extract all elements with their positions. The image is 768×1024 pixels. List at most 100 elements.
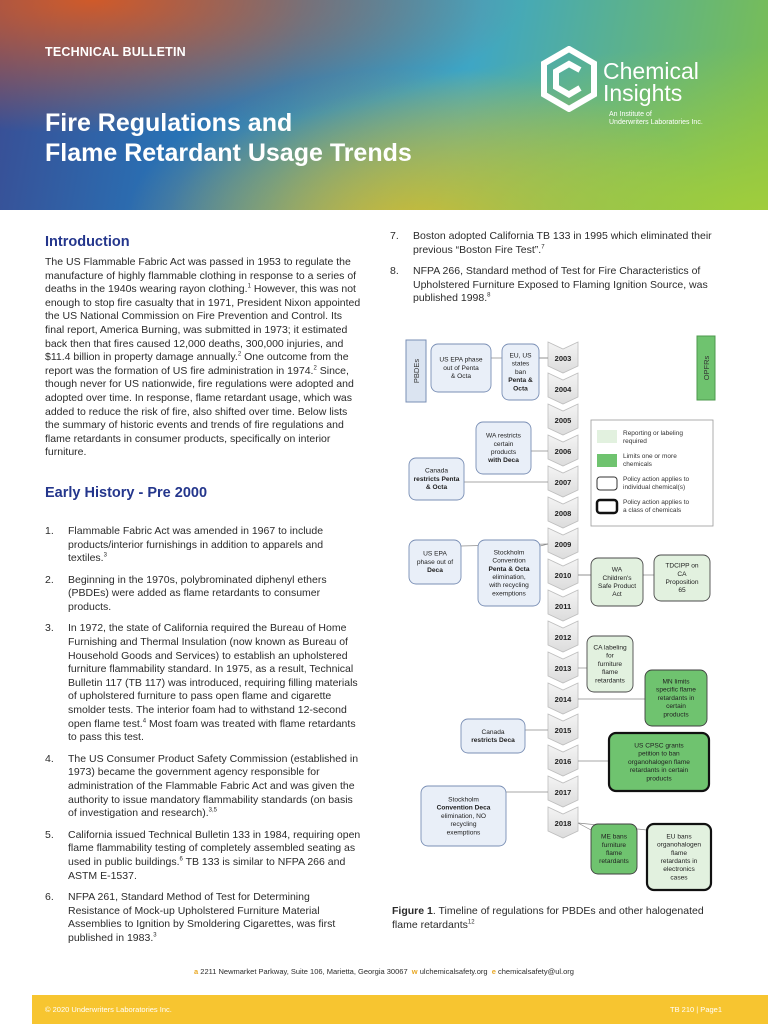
- year-label: 2016: [555, 757, 572, 766]
- footnote-ref: 1: [247, 283, 251, 290]
- list-item: 3.In 1972, the state of California requi…: [45, 622, 363, 744]
- logo-line-2: Insights: [603, 80, 683, 106]
- page-number: TB 210 | Page1: [670, 1005, 722, 1014]
- year-label: 2006: [555, 447, 572, 456]
- year-chevron: [547, 558, 579, 591]
- website-link[interactable]: ulchemicalsafety.org: [419, 967, 488, 976]
- year-chevron: [547, 775, 579, 808]
- chemical-insights-logo-icon: [541, 46, 597, 112]
- item-number: 3.: [45, 622, 54, 635]
- footer-bar: © 2020 Underwriters Laboratories Inc. TB…: [32, 995, 768, 1024]
- logo-subtitle: An Institute of Underwriters Laboratorie…: [609, 111, 703, 127]
- item-number: 1.: [45, 524, 54, 537]
- website-key: w: [411, 967, 418, 976]
- footnote-ref: 12: [467, 919, 475, 926]
- year-label: 2007: [555, 478, 572, 487]
- year-chevron: [547, 403, 579, 436]
- email-link[interactable]: chemicalsafety@ul.org: [497, 967, 574, 976]
- list-item: 1. Flammable Fabric Act was amended in 19…: [45, 525, 363, 566]
- year-label: 2004: [555, 385, 573, 394]
- year-label: 2003: [555, 354, 572, 363]
- logo-sub-2: Underwriters Laboratories Inc.: [609, 119, 703, 126]
- right-history-list: 7.Boston adopted California TB 133 in 19…: [390, 230, 726, 306]
- opfrs-label-text: OPFRs: [702, 355, 711, 380]
- year-label: 2005: [555, 416, 572, 425]
- item-text: Boston adopted California TB 133 in 1995…: [413, 230, 712, 256]
- address-text: 2211 Newmarket Parkway, Suite 106, Marie…: [200, 967, 408, 976]
- year-chevron: [547, 589, 579, 622]
- footnote-ref: 2: [313, 365, 317, 372]
- item-number: 6.: [45, 891, 54, 904]
- intro-text-c: One outcome from the report was the form…: [45, 351, 349, 377]
- address-key: a: [194, 967, 199, 976]
- year-chevron: [547, 651, 579, 684]
- item-text: Most foam was treated with flame retarda…: [68, 717, 356, 744]
- list-item: 5. California issued Technical Bulletin 1…: [45, 829, 363, 883]
- introduction-heading: Introduction: [45, 234, 130, 250]
- page-title: Fire Regulations and Flame Retardant Usa…: [45, 108, 412, 168]
- figure-label: Figure 1: [392, 905, 433, 917]
- list-item: 6. NFPA 261, Standard Method of Test for …: [45, 891, 363, 945]
- bulletin-label: TECHNICAL BULLETIN: [45, 45, 186, 59]
- year-label: 2014: [555, 695, 573, 704]
- year-chevron: [547, 496, 579, 529]
- list-item: 8.NFPA 266, Standard method of Test for …: [390, 265, 726, 306]
- item-number: 2.: [45, 573, 54, 586]
- intro-text-d: Since, though never for US nationwide, f…: [45, 364, 354, 459]
- year-label: 2011: [555, 602, 571, 611]
- year-label: 2009: [555, 540, 572, 549]
- introduction-paragraph: The US Flammable Fabric Act was passed i…: [45, 256, 363, 460]
- item-text: NFPA 261, Standard Method of Test for De…: [68, 891, 336, 944]
- timeline-axis: 2003200420052006200720082009201020112012…: [547, 341, 579, 839]
- pbdes-label-text: PBDEs: [412, 359, 421, 383]
- item-number: 5.: [45, 828, 54, 841]
- item-text: The US Consumer Product Safety Commissio…: [68, 752, 359, 820]
- item-text: California issued Technical Bulletin 133…: [68, 828, 361, 868]
- pbdes-side-label: PBDEs: [405, 339, 427, 403]
- footnote-ref: 3: [153, 932, 157, 939]
- item-text: TB 133 is similar to NFPA 266 and ASTM E…: [68, 855, 346, 882]
- year-label: 2010: [555, 571, 572, 580]
- year-chevron: [547, 744, 579, 777]
- footnote-ref: 2: [237, 351, 242, 358]
- item-text: Flammable Fabric Act was amended in 1967…: [68, 524, 324, 565]
- event-connector: [539, 543, 549, 547]
- logo-sub-1: An Institute of: [609, 111, 652, 118]
- caption-text: . Timeline of regulations for PBDEs and …: [392, 905, 704, 931]
- item-text: Beginning in the 1970s, polybrominated d…: [68, 573, 327, 613]
- figure-caption: Figure 1. Timeline of regulations for PB…: [392, 905, 732, 932]
- year-label: 2012: [555, 633, 572, 642]
- logo-wordmark: Chemical Insights: [603, 58, 699, 106]
- year-label: 2017: [555, 788, 572, 797]
- logo-line-1: Chemical: [603, 58, 699, 84]
- year-chevron: [547, 372, 579, 405]
- timeline-figure: 2003200420052006200720082009201020112012…: [405, 335, 716, 892]
- footnote-ref: 6: [179, 856, 183, 863]
- year-chevron: [547, 713, 579, 746]
- list-item: 2. Beginning in the 1970s, polybrominated…: [45, 574, 363, 615]
- contact-line: a 2211 Newmarket Parkway, Suite 106, Mar…: [0, 967, 768, 976]
